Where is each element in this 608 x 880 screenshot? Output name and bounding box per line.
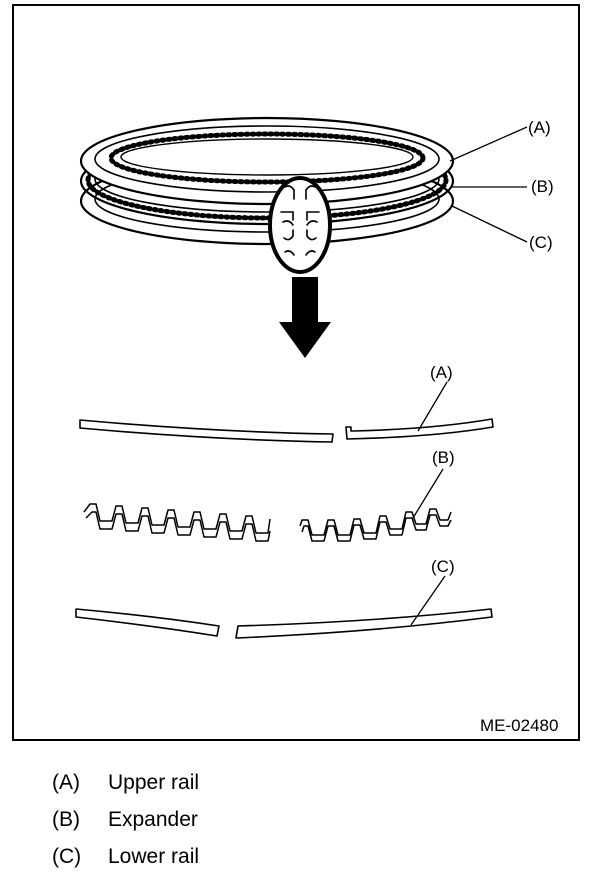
exploded-expander: [83, 503, 452, 542]
legend-item-upper-rail: (A) Upper rail: [52, 764, 199, 801]
legend-item-expander: (B) Expander: [52, 801, 199, 838]
leader-c-exploded: [410, 575, 446, 626]
exploded-upper-rail: [79, 418, 494, 443]
exploded-lower-rail: [75, 608, 493, 639]
callout-a-top: (A): [528, 118, 551, 137]
legend-text: Lower rail: [108, 845, 200, 868]
legend-text: Expander: [108, 808, 198, 831]
legend: (A) Upper rail (B) Expander (C) Lower rail: [52, 764, 199, 875]
leader-b-exploded: [412, 468, 444, 519]
down-arrow-icon: [279, 277, 331, 358]
callout-b-exploded: (B): [432, 448, 455, 467]
joint-detail-oval: [268, 176, 332, 274]
legend-text: Upper rail: [108, 771, 200, 794]
piston-ring-diagram: (A) (B) (C) (A) (B) (C) ME-02480: [75, 116, 558, 735]
legend-key: (B): [52, 808, 80, 831]
callout-b-top: (B): [531, 177, 554, 196]
callout-a-exploded: (A): [430, 363, 453, 382]
assembled-callout-leaders: [449, 126, 528, 243]
legend-key: (C): [52, 845, 82, 868]
assembled-ring-set: [79, 116, 455, 274]
leader-a-exploded: [417, 381, 448, 432]
assembled-upper-rail: [79, 116, 455, 206]
callout-c-top: (C): [529, 233, 553, 252]
legend-item-lower-rail: (C) Lower rail: [52, 838, 199, 875]
legend-key: (A): [52, 771, 80, 794]
callout-c-exploded: (C): [431, 557, 455, 576]
figure-code: ME-02480: [480, 716, 558, 735]
diagram-frame: (A) (B) (C) (A) (B) (C) ME-02480: [12, 4, 580, 741]
